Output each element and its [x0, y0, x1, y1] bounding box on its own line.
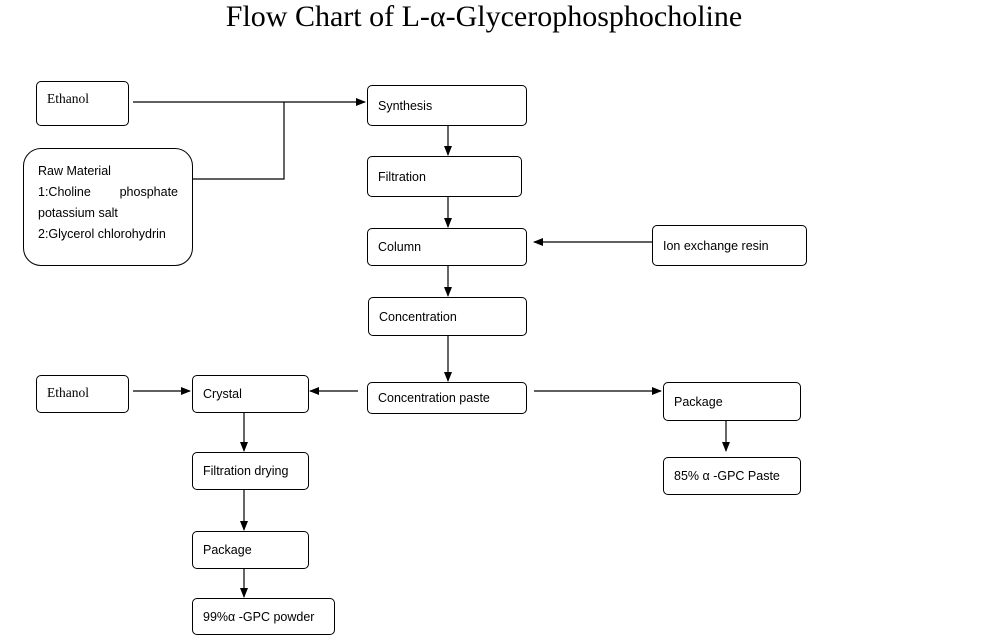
raw-material-line1a: 1:Choline [38, 185, 91, 199]
node-column: Column [367, 228, 527, 266]
node-crystal: Crystal [192, 375, 309, 413]
raw-material-heading: Raw Material [38, 164, 111, 178]
raw-material-line2: potassium salt [38, 206, 118, 220]
raw-material-line1b: phosphate [119, 185, 178, 199]
node-filtration-drying: Filtration drying [192, 452, 309, 490]
node-ion-exchange-resin: Ion exchange resin [652, 225, 807, 266]
node-gpc-paste: 85% α -GPC Paste [663, 457, 801, 495]
node-package-right: Package [663, 382, 801, 421]
node-ethanol-bottom: Ethanol [36, 375, 129, 413]
node-synthesis: Synthesis [367, 85, 527, 126]
node-ethanol-top: Ethanol [36, 81, 129, 126]
raw-material-line3: 2:Glycerol chlorohydrin [38, 227, 166, 241]
node-filtration: Filtration [367, 156, 522, 197]
line-raw-material-join [193, 102, 285, 180]
node-gpc-powder: 99%α -GPC powder [192, 598, 335, 635]
node-package-left: Package [192, 531, 309, 569]
node-concentration-paste: Concentration paste [367, 382, 527, 414]
node-concentration: Concentration [368, 297, 527, 336]
page-title: Flow Chart of L-α-Glycerophosphocholine [225, 0, 743, 33]
node-raw-material: Raw Material 1:Choline phosphate potassi… [23, 148, 193, 266]
